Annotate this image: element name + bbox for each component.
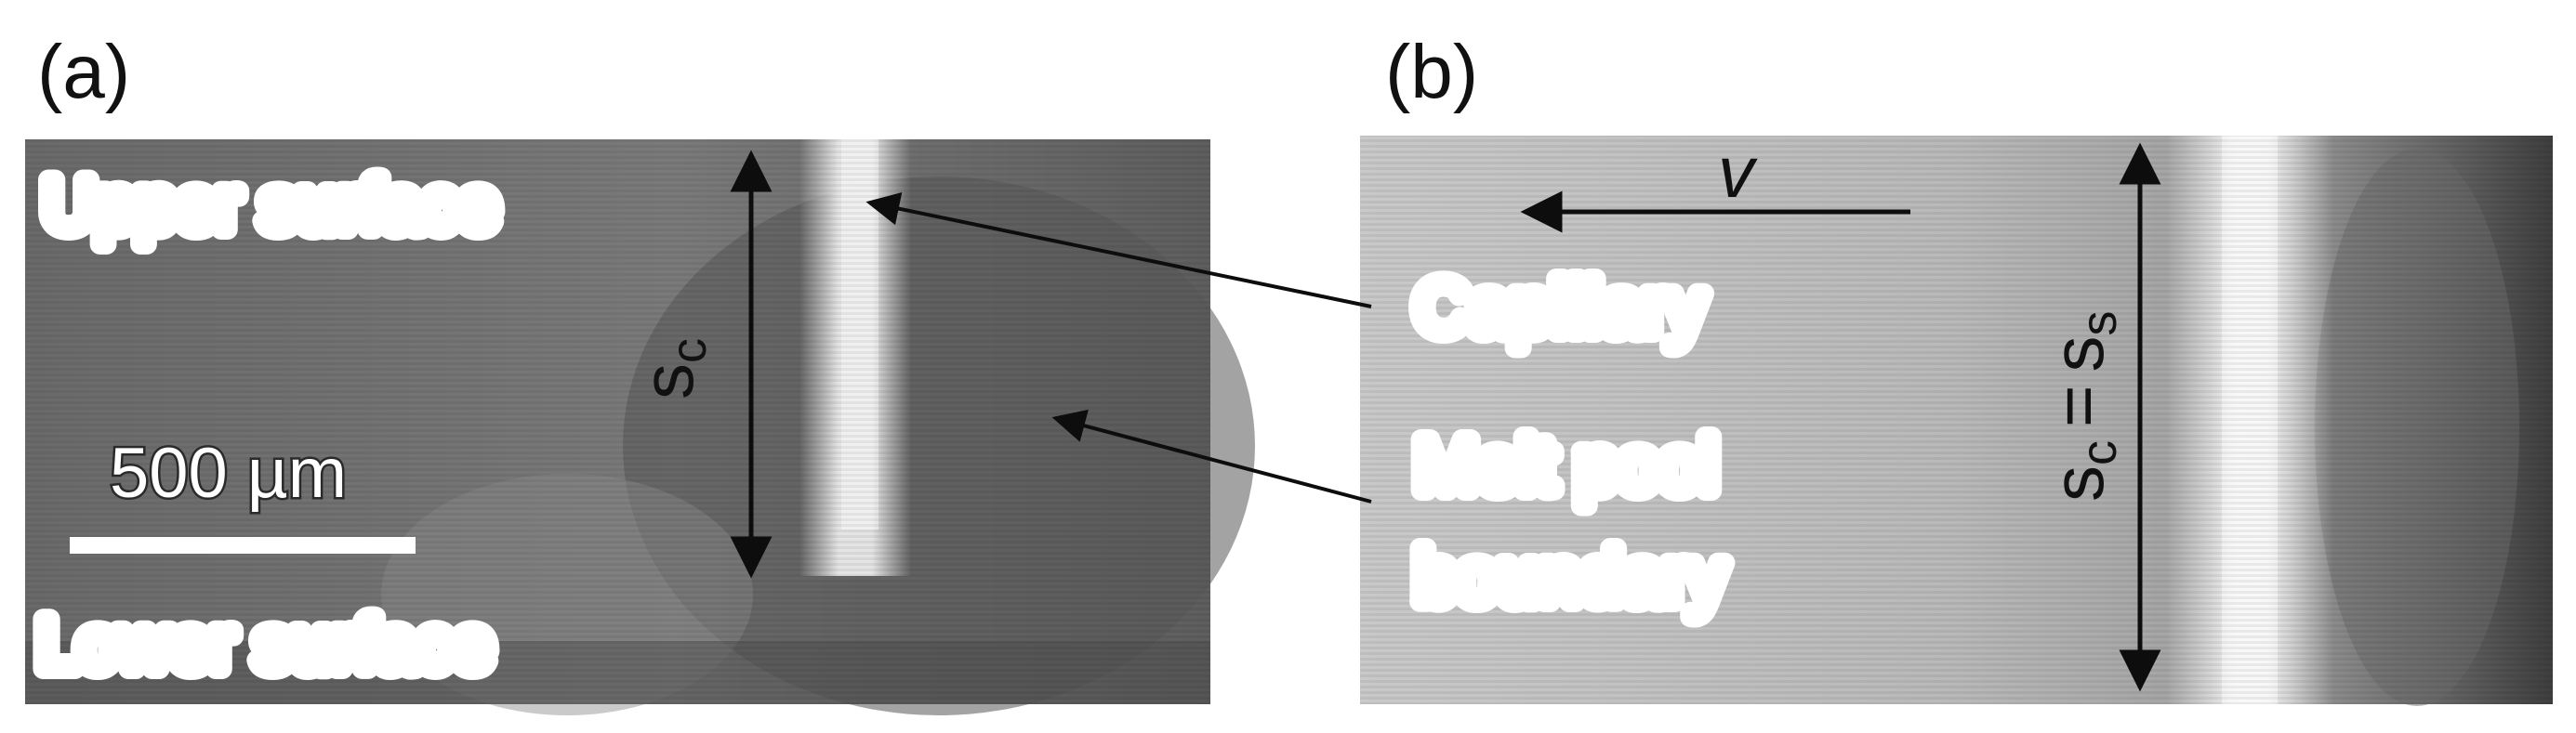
panel-b-image xyxy=(1360,136,2553,706)
ss-subscript: s xyxy=(2071,310,2127,335)
melt-pool-label-line2: boundary xyxy=(1415,535,1725,618)
melt-pool-label-line1: Melt pool xyxy=(1415,424,1717,506)
scale-bar-label: 500 µm xyxy=(110,434,347,513)
sc-subscript-b: c xyxy=(2071,440,2127,465)
svg-text:sc: sc xyxy=(627,338,717,399)
capillary-label: Capillary xyxy=(1415,266,1704,348)
svg-text:sc=ss: sc=ss xyxy=(2037,310,2127,502)
sc-symbol: s xyxy=(627,363,708,399)
scale-bar xyxy=(70,537,416,554)
capillary-leader-arrow xyxy=(865,191,1372,308)
sc-symbol-b: s xyxy=(2037,465,2119,502)
upper-surface-label: Upper surface xyxy=(43,164,498,245)
lower-surface-label: Lower surface xyxy=(37,603,493,685)
sc-subscript: c xyxy=(661,338,717,363)
equals-sign: = xyxy=(2037,385,2119,427)
ss-symbol: s xyxy=(2037,335,2119,372)
panel-b-tag: (b) xyxy=(1385,30,1478,114)
sc-label: sc xyxy=(627,338,717,399)
panel-a-tag: (a) xyxy=(37,30,130,114)
melt-pool-leader-arrow xyxy=(1051,409,1372,504)
velocity-symbol: v xyxy=(1718,131,1758,213)
sc-equals-ss-label: sc=ss xyxy=(2037,310,2127,502)
